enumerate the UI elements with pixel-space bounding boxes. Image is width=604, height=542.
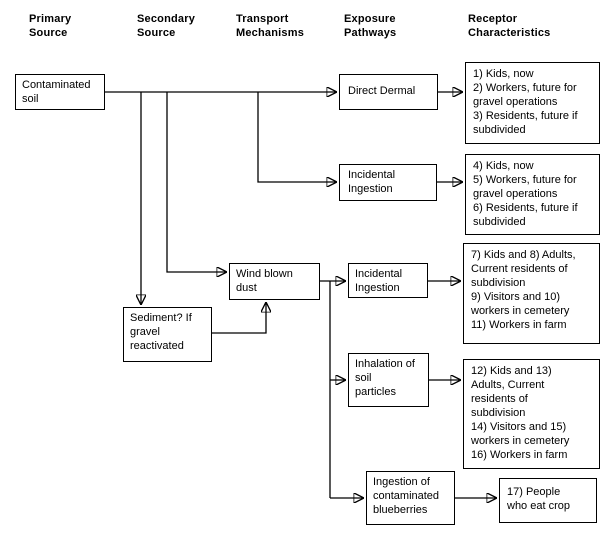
node-inhalation-soil-particles: Inhalation of soil particles [348, 353, 429, 407]
receptor-box-5: 17) People who eat crop [499, 478, 597, 523]
receptor-box-4: 12) Kids and 13) Adults, Current residen… [463, 359, 600, 469]
receptor-box-1: 1) Kids, now 2) Workers, future for grav… [465, 62, 600, 144]
connector-soil-to-wind-dust [166, 92, 227, 272]
receptor-box-3: 7) Kids and 8) Adults, Current residents… [463, 243, 600, 344]
node-incidental-ingestion-mid: Incidental Ingestion [348, 263, 428, 298]
column-header-exposure-pathways: Exposure Pathways [344, 13, 397, 39]
column-header-receptor-characteristics: Receptor Characteristics [468, 13, 551, 39]
connector-sediment-to-wind-dust [212, 302, 266, 334]
column-header-transport-mechanisms: Transport Mechanisms [236, 13, 305, 39]
receptor-box-2: 4) Kids, now 5) Workers, future for grav… [465, 154, 600, 235]
node-contaminated-soil: Contaminated soil [15, 74, 105, 110]
column-header-secondary-source: Secondary Source [137, 13, 196, 39]
connector-soil-to-incidental-ingestion-top [257, 92, 337, 182]
node-incidental-ingestion-top: Incidental Ingestion [339, 164, 437, 201]
node-wind-blown-dust: Wind blown dust [229, 263, 320, 300]
column-header-primary-source: Primary Source [29, 13, 72, 39]
node-direct-dermal: Direct Dermal [339, 74, 438, 110]
node-ingestion-contaminated-blueberries: Ingestion of contaminated blueberries [366, 471, 455, 525]
node-sediment-if-gravel-reactivated: Sediment? If gravel reactivated [123, 307, 212, 362]
